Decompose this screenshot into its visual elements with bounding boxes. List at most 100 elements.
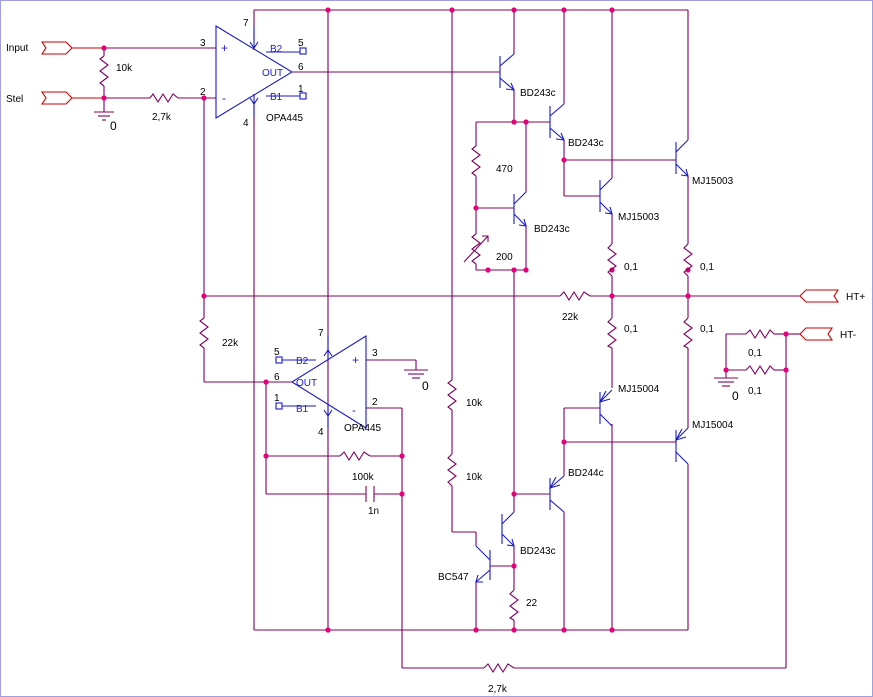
wires	[103, 9, 800, 669]
label-r-2k7-bottom: 2,7k	[488, 684, 508, 695]
label-q-mj15003-1: MJ15003	[618, 212, 660, 223]
u2-part-label: OPA445	[344, 423, 381, 434]
port-ht-plus[interactable]	[799, 289, 840, 303]
label-r-10k-input: 10k	[116, 63, 133, 74]
u1-part-label: OPA445	[266, 113, 303, 124]
u1-pin7: 7	[243, 18, 249, 29]
transistor-mj15004-1[interactable]	[598, 389, 613, 427]
resistor-0r1-f[interactable]	[745, 364, 775, 376]
label-r-22k-left: 22k	[222, 338, 239, 349]
u2-b1-label: B1	[296, 404, 309, 415]
port-ht-minus-label: HT-	[840, 330, 856, 341]
u2-out-label: OUT	[296, 378, 317, 389]
resistor-22[interactable]	[508, 589, 519, 621]
u2-pin4: 4	[318, 427, 324, 438]
resistor-2k7-bottom[interactable]	[483, 662, 515, 674]
transistor-mj15003-1[interactable]	[599, 177, 613, 215]
label-r-0r1-b: 0,1	[700, 262, 714, 273]
resistor-0r1-b[interactable]	[683, 243, 693, 277]
label-q-bd244c: BD244c	[568, 468, 604, 479]
junction-dots	[101, 7, 789, 633]
label-r-10k-a: 10k	[466, 398, 483, 409]
u2-pin7: 7	[318, 328, 324, 339]
u1-pin4: 4	[243, 118, 249, 129]
port-ht-plus-label: HT+	[846, 292, 865, 303]
u2-pin6: 6	[274, 372, 280, 383]
resistor-10k-a[interactable]	[447, 379, 457, 411]
u2-minus-sign: -	[352, 403, 356, 417]
ground-label-1: 0	[110, 119, 117, 133]
label-r-0r1-f: 0,1	[748, 386, 762, 397]
resistor-22k-feedback[interactable]	[559, 290, 591, 302]
label-r-22k-feedback: 22k	[562, 312, 579, 323]
resistor-200-pot[interactable]	[463, 233, 489, 265]
resistor-100k[interactable]	[339, 450, 371, 462]
label-r-0r1-d: 0,1	[700, 324, 714, 335]
u2-plus-sign: +	[352, 353, 359, 367]
ground-label-3: 0	[732, 389, 739, 403]
label-r-0r1-e: 0,1	[748, 348, 762, 359]
label-c-1n: 1n	[368, 506, 379, 517]
label-q-bd243c-2: BD243c	[568, 138, 604, 149]
transistor-bd243c-1[interactable]	[499, 53, 515, 91]
u2-pin3: 3	[372, 348, 378, 359]
port-stel-label: Stel	[6, 94, 23, 105]
label-r-22: 22	[526, 598, 538, 609]
port-stel[interactable]	[40, 91, 104, 105]
resistor-470[interactable]	[471, 145, 481, 177]
u2-pin2: 2	[372, 397, 378, 408]
transistor-bc547[interactable]	[475, 545, 491, 583]
resistor-22k-left[interactable]	[199, 317, 209, 349]
u2-pin1: 1	[274, 393, 280, 404]
resistor-10k-b[interactable]	[447, 453, 457, 487]
port-input[interactable]	[40, 41, 104, 55]
resistor-0r1-c[interactable]	[606, 317, 617, 349]
label-q-bc547: BC547	[438, 572, 469, 583]
resistor-0r1-e[interactable]	[745, 328, 775, 340]
u1-out-label: OUT	[262, 68, 283, 79]
u1-pin6: 6	[298, 62, 304, 73]
ground-symbol-2	[404, 369, 428, 379]
u2-b2-label: B2	[296, 356, 309, 367]
label-q-bd243c-3: BD243c	[534, 224, 570, 235]
transistor-bd243c-3[interactable]	[513, 191, 527, 227]
transistor-mj15004-2[interactable]	[674, 427, 689, 465]
label-r-470: 470	[496, 164, 513, 175]
port-ht-minus[interactable]	[799, 327, 834, 341]
ground-label-2: 0	[422, 379, 429, 393]
transistor-bd243c-4[interactable]	[501, 511, 515, 547]
u1-b1-label: B1	[270, 92, 283, 103]
opamp-u1[interactable]	[215, 25, 307, 119]
transistor-bd243c-2[interactable]	[549, 103, 565, 141]
opamp-u2[interactable]	[275, 335, 367, 429]
label-r-0r1-c: 0,1	[624, 324, 638, 335]
ground-symbol-1	[94, 111, 114, 121]
u1-minus-sign: -	[222, 91, 226, 105]
label-r-10k-b: 10k	[466, 472, 483, 483]
resistor-2k7-input[interactable]	[149, 92, 179, 104]
u1-plus-sign: +	[221, 41, 228, 55]
capacitor-1n[interactable]	[365, 486, 375, 502]
u1-b2-label: B2	[270, 44, 283, 55]
label-q-mj15003-2: MJ15003	[692, 176, 734, 187]
label-r-100k: 100k	[352, 472, 375, 483]
u1-pin2: 2	[200, 87, 206, 98]
transistor-bd244c[interactable]	[548, 475, 565, 513]
resistor-0r1-a[interactable]	[607, 243, 617, 277]
label-r-0r1-a: 0,1	[624, 262, 638, 273]
label-q-mj15004-2: MJ15004	[692, 420, 734, 431]
label-r-200: 200	[496, 252, 513, 263]
label-r-2k7-input: 2,7k	[152, 112, 172, 123]
u1-pin5: 5	[298, 38, 304, 49]
resistor-0r1-d[interactable]	[682, 317, 693, 349]
label-q-mj15004-1: MJ15004	[618, 384, 660, 395]
u1-pin1: 1	[298, 84, 304, 95]
ground-symbol-3	[714, 377, 738, 387]
label-q-bd243c-1: BD243c	[520, 88, 556, 99]
u2-pin5: 5	[274, 347, 280, 358]
transistor-mj15003-2[interactable]	[675, 139, 689, 177]
resistor-10k-input[interactable]	[99, 55, 109, 87]
